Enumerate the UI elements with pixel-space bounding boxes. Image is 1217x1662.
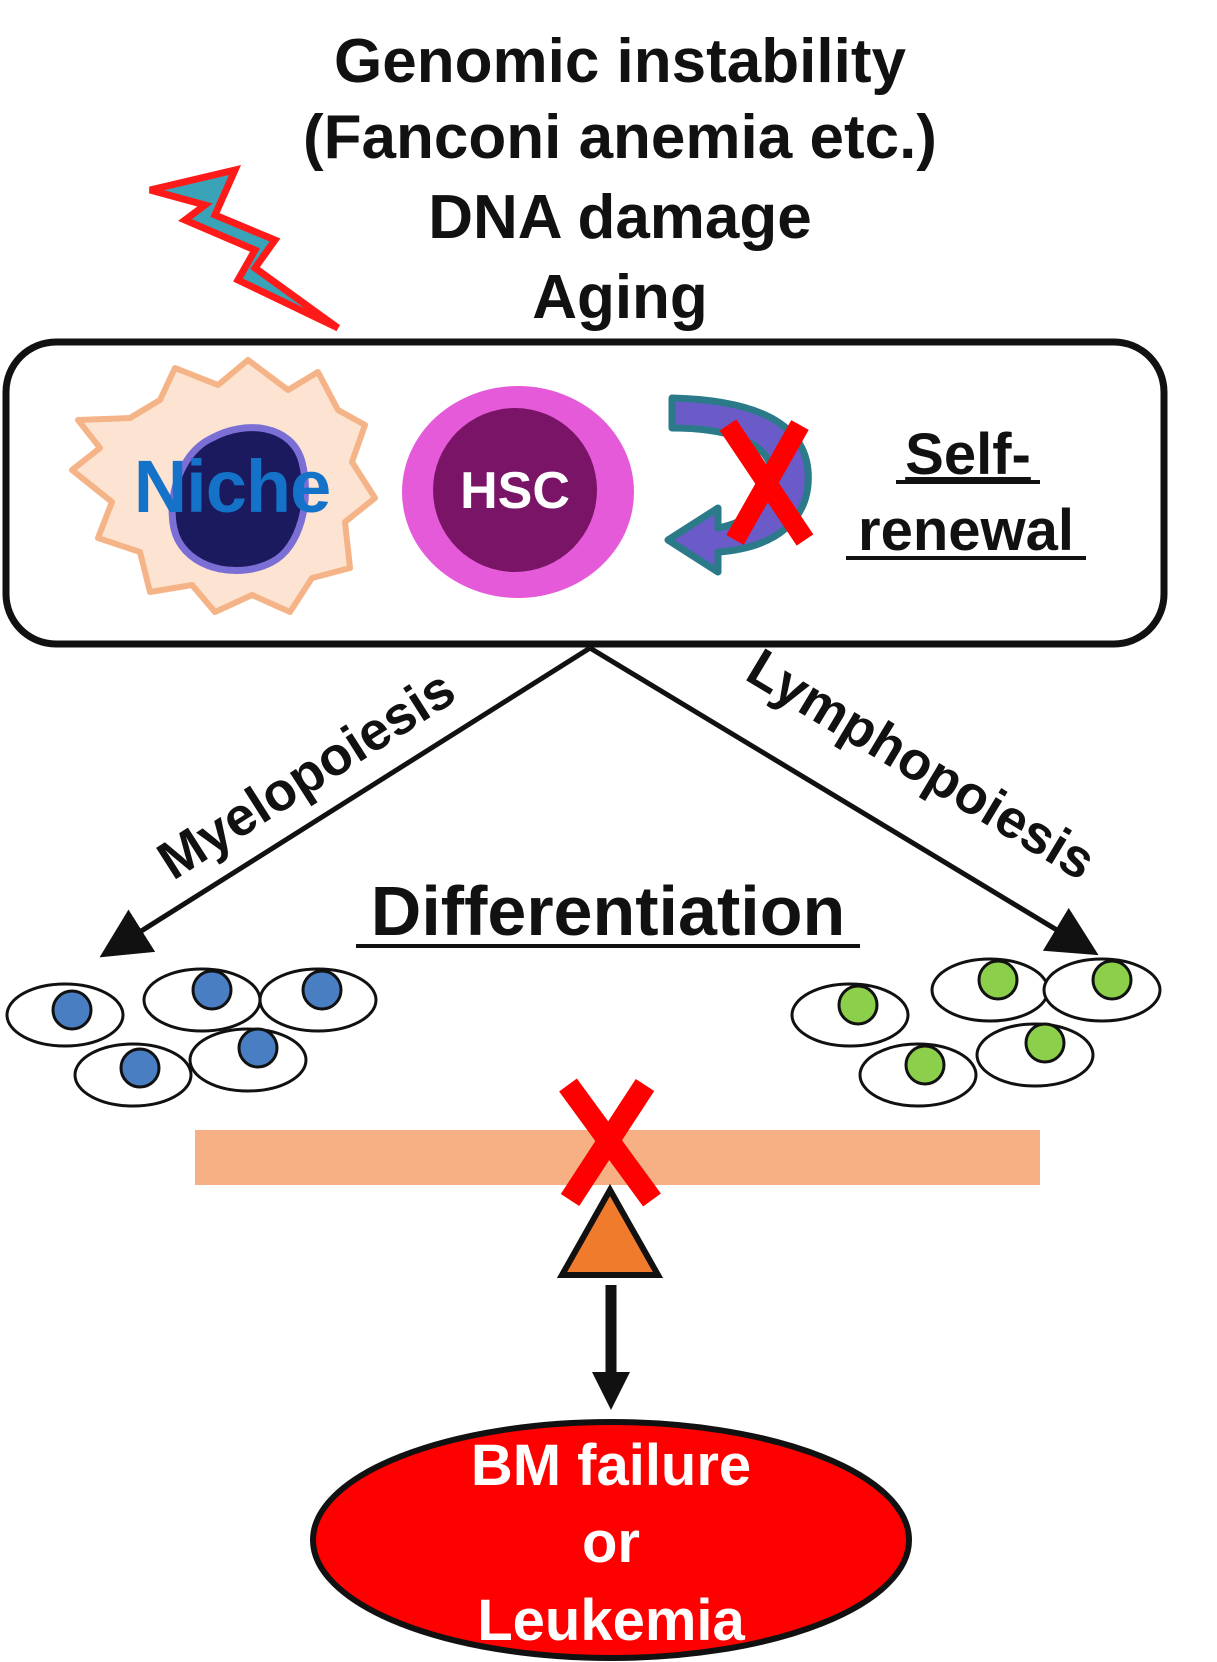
lymphopoiesis-label: Lymphopoiesis: [737, 637, 1106, 891]
lymphopoiesis-arrow: [588, 645, 1099, 956]
outcome-ellipse: [310, 1419, 912, 1661]
hsc-cell-nucleus: [433, 408, 597, 572]
header-line-3: DNA damage: [428, 183, 812, 252]
myeloid-cells: [5, 967, 378, 1108]
differentiation-label: Differentiation: [371, 872, 845, 950]
self-renewal-arrow-icon: [664, 394, 814, 576]
hsc-cell: HSC: [402, 386, 634, 598]
lymphoid-cells: [790, 957, 1162, 1108]
myeloid-cell: [73, 1042, 193, 1108]
myelopoiesis-label: Myelopoiesis: [147, 658, 465, 891]
self-renewal-line-1: Self-: [905, 422, 1031, 487]
outcome-arrowhead: [592, 1372, 630, 1410]
myeloid-cell: [188, 1027, 308, 1093]
outcome-line-1: BM failure: [471, 1433, 751, 1498]
lymphoid-cell: [790, 982, 910, 1048]
self-renewal-line-2: renewal: [858, 498, 1074, 563]
outcome-line-2: or: [582, 1510, 640, 1575]
myeloid-cell: [142, 967, 262, 1033]
outcome-line-3: Leukemia: [477, 1588, 745, 1653]
header: Genomic instability (Fanconi anemia etc.…: [303, 27, 937, 332]
myeloid-cell: [5, 982, 125, 1048]
lymphoid-cell: [858, 1042, 978, 1108]
niche-nucleus: [168, 424, 309, 575]
myelopoiesis-arrow: [99, 645, 592, 958]
blocked-x-icon: [719, 419, 814, 546]
niche-cell: Niche: [69, 357, 378, 615]
fulcrum-triangle: [556, 1183, 664, 1278]
header-line-2: (Fanconi anemia etc.): [303, 103, 937, 172]
imbalance-x-icon: [559, 1078, 661, 1207]
myeloid-cell: [258, 967, 378, 1033]
hsc-label: HSC: [460, 462, 570, 520]
lymphoid-cell: [975, 1022, 1095, 1088]
header-line-1: Genomic instability: [334, 27, 906, 96]
lymphoid-cell: [1042, 957, 1162, 1023]
header-line-4: Aging: [532, 263, 708, 332]
lymphoid-cell: [930, 957, 1050, 1023]
lightning-bolt-icon: [149, 164, 341, 332]
niche-label: Niche: [134, 445, 331, 528]
self-renewal-label: Self- renewal: [846, 422, 1086, 563]
